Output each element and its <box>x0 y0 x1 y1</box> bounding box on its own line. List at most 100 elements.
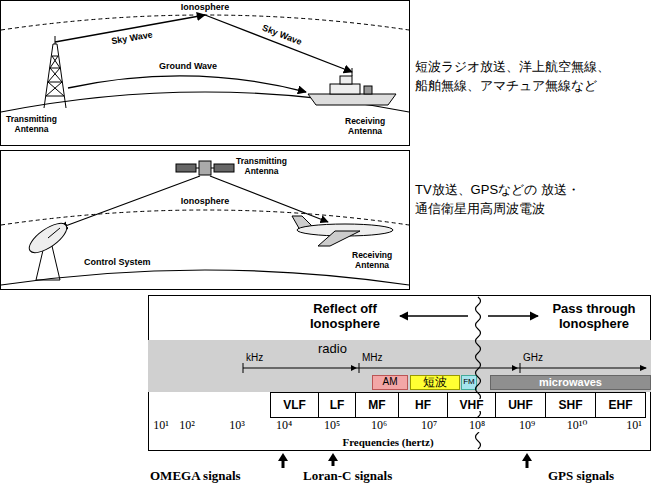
label-slot: Reflect off Ionosphere <box>300 301 390 331</box>
band-cell: UHF <box>495 392 546 418</box>
sky-wave-line <box>205 15 352 72</box>
frequency-tick: 10⁴ <box>275 418 293 432</box>
signal-arrow <box>328 453 338 466</box>
unit-arrowhead <box>351 365 647 371</box>
frequency-range-box: microwaves <box>490 375 651 390</box>
band-cell: LF <box>318 392 356 418</box>
label-slot: Ground Wave <box>159 61 217 71</box>
node-text: radio <box>318 341 347 356</box>
antenna-label: Transmitting Antenna <box>6 114 57 134</box>
dish-bowl <box>25 218 71 258</box>
band-cell: HF <box>398 392 448 418</box>
signal-label: OMEGA signals <box>150 468 241 483</box>
node-text: MF <box>367 399 386 412</box>
node-text: microwaves <box>539 377 602 389</box>
unit-scale-line <box>243 368 646 369</box>
frequency-tick: 10¹ <box>152 418 170 432</box>
label-slot: Pass through Ionosphere <box>543 301 645 331</box>
frequency-tick: 10¹ <box>625 418 643 432</box>
frequency-tick: 10⁹ <box>518 418 536 432</box>
node-text: EHF <box>608 399 634 412</box>
node-text: HF <box>414 399 432 412</box>
tower-braces <box>46 56 64 96</box>
band-cell: VLF <box>270 392 319 418</box>
layer-label: Ionosphere <box>181 196 230 206</box>
label-slot: GPS signals <box>548 469 614 484</box>
label-slot: Control System <box>84 257 151 267</box>
spectrum-band: radio kHz MHz GHzAM 短波FM microwaves <box>148 340 651 392</box>
node-text: FM <box>463 378 475 386</box>
label-slot: Loran-C signals <box>303 469 392 484</box>
satellite-body <box>199 161 211 175</box>
text-slot: kHz <box>246 352 263 364</box>
signal-line <box>60 176 200 228</box>
ionosphere-line <box>1 15 409 30</box>
description-text: 短波ラジオ放送、洋上航空無線、 船舶無線、アマチュア無線など <box>415 59 610 93</box>
wave-label: Ground Wave <box>159 61 217 71</box>
solar-panel <box>176 164 196 172</box>
label-slot: Ionosphere <box>181 2 230 12</box>
label-slot: Transmitting Antenna <box>6 114 57 134</box>
tower-legs <box>44 36 66 108</box>
ship-bridge <box>340 76 352 84</box>
ship-funnel <box>364 86 372 94</box>
signal-arrow <box>278 453 288 468</box>
label-slot: 10⁶ <box>370 419 388 433</box>
frequency-range-box: AM <box>372 375 408 390</box>
node-text: LF <box>329 399 346 412</box>
dish-symbol <box>25 218 71 280</box>
label-slot: 10¹ <box>152 419 170 433</box>
label-slot: 10² <box>178 419 196 433</box>
label-slot: 10⁷ <box>420 419 438 433</box>
signal-arrow <box>522 453 532 468</box>
dish-feed <box>48 228 60 238</box>
node-text: AM <box>383 377 398 388</box>
label-slot: Receiving Antenna <box>352 250 392 270</box>
frequency-tick: 10⁷ <box>420 418 438 432</box>
label-slot: TV放送、GPSなどの 放送・通信衛星用高周波電波 <box>415 180 594 218</box>
node-text: MHz <box>362 352 383 363</box>
earth-surface <box>1 270 409 285</box>
frequency-tick: 10⁶ <box>370 418 388 432</box>
panel-frame <box>1 151 410 290</box>
ionosphere-line <box>1 210 409 225</box>
axis-title: Frequencies (hertz) <box>342 436 433 448</box>
panel-frame <box>1 1 410 146</box>
label-slot: 10⁵ <box>323 419 341 433</box>
label-slot: Transmitting Antenna <box>236 156 287 176</box>
antenna-label: Receiving Antenna <box>352 250 392 270</box>
label-slot: Receiving Antenna <box>345 116 385 136</box>
layer-label: Ionosphere <box>181 2 230 12</box>
node-text: SHF <box>558 399 584 412</box>
label-slot: 10⁸ <box>468 419 486 433</box>
direction-arrow <box>488 315 538 316</box>
ship-cabin <box>330 84 360 94</box>
label-slot: 短波ラジオ放送、洋上航空無線、 船舶無線、アマチュア無線など <box>415 57 618 95</box>
antenna-label: Receiving Antenna <box>345 116 385 136</box>
node-text: UHF <box>507 399 534 412</box>
label-slot: 10¹⁰ <box>566 419 588 433</box>
node-text: kHz <box>246 352 263 363</box>
frequency-range-box: 短波 <box>410 375 460 390</box>
label-slot: 10³ <box>228 419 246 433</box>
direction-arrow <box>400 315 468 316</box>
chart-frame <box>149 296 651 451</box>
tower-symbol <box>44 36 66 108</box>
ground-wave-line <box>68 76 306 92</box>
ship-symbol <box>308 68 396 105</box>
band-cell: VHF <box>447 392 496 418</box>
label-slot: 10⁴ <box>275 419 293 433</box>
band-cell: MF <box>355 392 399 418</box>
tower-rungs <box>46 56 64 96</box>
signal-label: Loran-C signals <box>303 468 392 483</box>
band-cell: EHF <box>595 392 646 418</box>
frequency-range-box: FM <box>461 375 477 390</box>
label-slot: OMEGA signals <box>150 469 241 484</box>
frequency-tick: 10² <box>178 418 196 432</box>
airplane-wing <box>318 231 360 246</box>
solar-panel <box>214 164 234 172</box>
text-slot: GHz <box>523 352 543 364</box>
node-text: VHF <box>459 399 485 412</box>
satellite-symbol <box>176 161 234 175</box>
